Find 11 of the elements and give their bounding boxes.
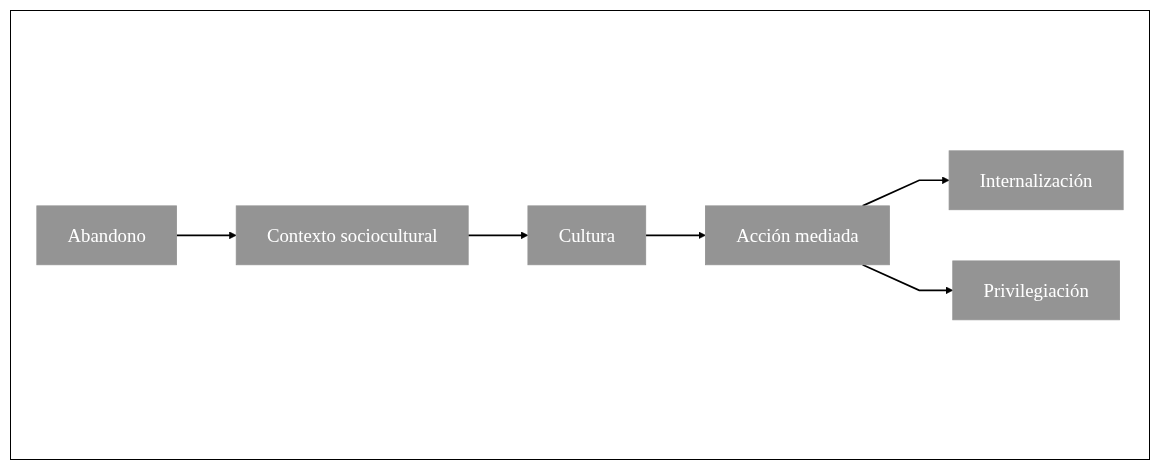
- arrow: [861, 263, 954, 294]
- node-box: Contexto sociocultural: [235, 205, 469, 265]
- node-box: Acción mediada: [705, 205, 890, 265]
- node-box: Privilegiación: [952, 260, 1120, 320]
- arrow: [467, 231, 529, 239]
- arrow: [175, 231, 237, 239]
- node-box: Cultura: [527, 205, 647, 265]
- node-box: Abandono: [36, 205, 177, 265]
- node-box: Internalización: [948, 150, 1124, 210]
- arrow: [644, 231, 706, 239]
- arrow: [861, 176, 950, 207]
